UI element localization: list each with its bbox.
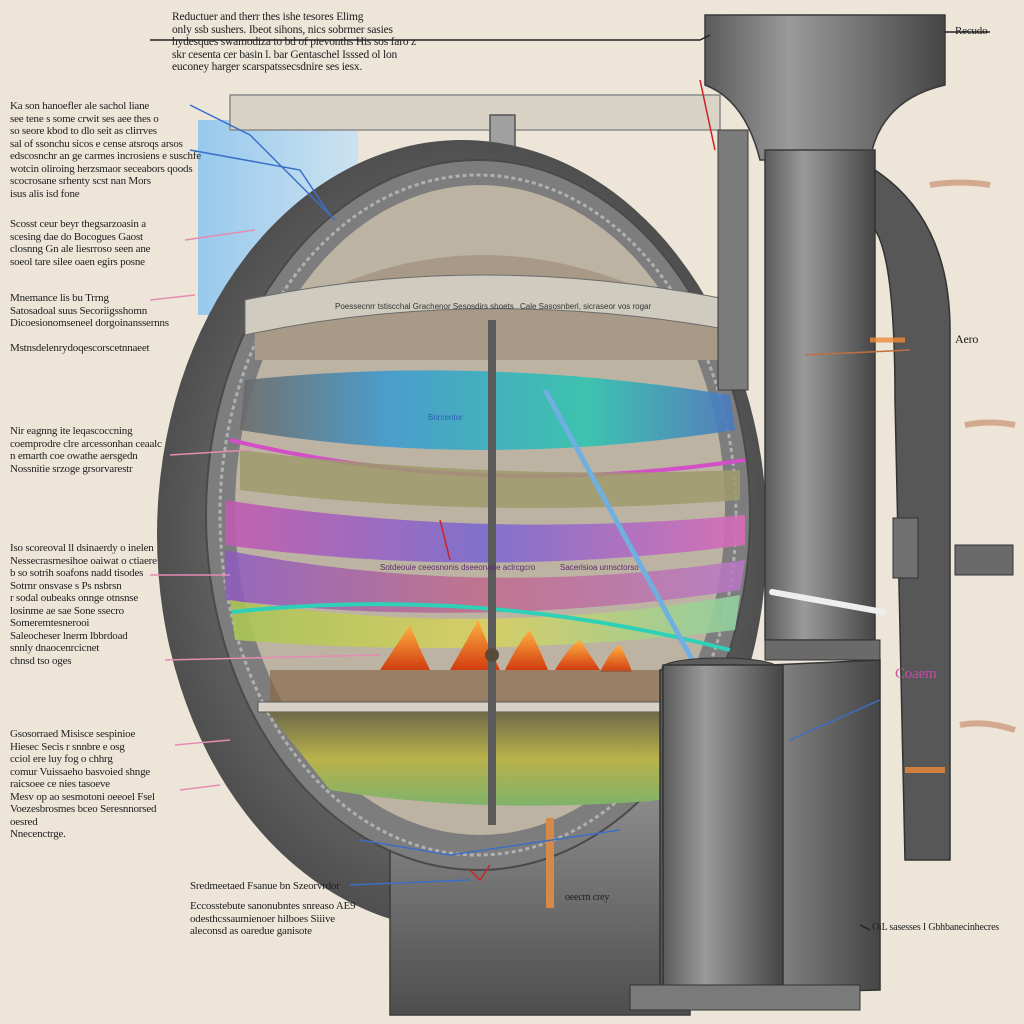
smoke-wisp	[959, 720, 1016, 733]
leader-line	[150, 34, 711, 41]
layer-violet	[225, 550, 745, 613]
orange-pipe	[546, 818, 554, 908]
chimney-band	[717, 129, 749, 391]
flame	[380, 625, 430, 670]
inner-label-top-right: Cale Sasosnberl, sicraseor vos rogar	[520, 302, 652, 311]
leader-line	[699, 79, 716, 151]
side-bracket	[892, 517, 919, 579]
chimney-step	[764, 639, 881, 661]
flame	[505, 630, 548, 670]
inner-label-mid-right: Sacerisioa unnsctorso	[560, 563, 639, 572]
burner-tray	[270, 670, 665, 705]
leader-line	[189, 149, 331, 216]
leader-lines	[149, 31, 990, 931]
right-magenta-label: Coaem	[895, 666, 937, 682]
bottom-center-title: Sredmeetaed Fsanue bn Szeorvrdor	[190, 880, 340, 892]
leader-line	[469, 864, 491, 882]
flame	[600, 645, 632, 672]
shaft-node	[485, 648, 499, 662]
leader-line	[439, 519, 451, 561]
bottom-right-label: OiL sasesses I Gbhbanecinhecres	[872, 922, 999, 933]
tower-foot	[629, 984, 861, 1011]
leader-line	[179, 784, 221, 791]
bottom-badge-label: oeecrn crey	[565, 892, 610, 903]
leader-line	[804, 349, 911, 356]
layer-yellow-green	[230, 595, 740, 648]
probe-rod	[769, 589, 886, 615]
leader-line	[169, 449, 251, 456]
inner-label-mid: Sotdeouie ceeosnonis dseeonarie aclrcgcr…	[380, 563, 536, 572]
smoke-wisp	[929, 179, 991, 188]
layer-blue	[240, 370, 735, 450]
chimney-body	[764, 149, 876, 641]
inner-label-blue: Bnrcentor	[428, 413, 463, 422]
leader-line	[189, 104, 336, 221]
bottom-center-annotation: Eccosstebute sanonubntes snreaso AE9 ode…	[190, 900, 356, 937]
leader-line	[164, 654, 381, 661]
leader-line	[789, 699, 881, 741]
left-annotation-6: Gsosorraed Misisce sespinioe Hiesec Seci…	[10, 728, 157, 840]
fuel-bed	[268, 712, 665, 806]
layer-teal-line	[231, 602, 731, 652]
leader-line	[359, 829, 621, 856]
flame	[555, 640, 600, 670]
roof-frame	[229, 94, 721, 131]
left-annotation-2: Scosst ceur beyr thegsarzoasin a scesing…	[10, 218, 151, 268]
smoke-wisp	[964, 419, 1016, 428]
right-housing	[874, 168, 951, 861]
inner-label-top: Poessecnrr tstiscchal Grachenor Sesosdir…	[335, 302, 514, 311]
leader-line	[349, 879, 471, 886]
left-annotation-5: Iso scoreoval ll dsinaerdy o inelen Ness…	[10, 542, 157, 667]
left-annotation-4: Nir eagnng ite leqascoccning coemprodre …	[10, 425, 162, 475]
leader-line	[184, 229, 256, 241]
diagonal-rod	[542, 388, 698, 667]
side-pipe	[954, 544, 1014, 576]
inner-ring-edge	[218, 173, 738, 857]
leader-line	[149, 294, 196, 301]
leader-line	[174, 739, 231, 746]
layer-purple	[225, 500, 745, 563]
right-aero-label: Aero	[955, 332, 979, 346]
tower-pipe	[662, 664, 784, 996]
leader-line	[859, 924, 871, 931]
grate-plate	[257, 701, 674, 713]
central-shaft	[488, 320, 496, 825]
left-annotation-3: Mnemance lis bu Trrng Satosadoal suus Se…	[10, 292, 169, 354]
top-caption: Reductuer and therr thes ishe tesores El…	[172, 11, 416, 73]
top-right-label: Recudo	[955, 25, 988, 37]
left-annotation-1: Ka son hanoefler ale sachol liane see te…	[10, 100, 201, 200]
